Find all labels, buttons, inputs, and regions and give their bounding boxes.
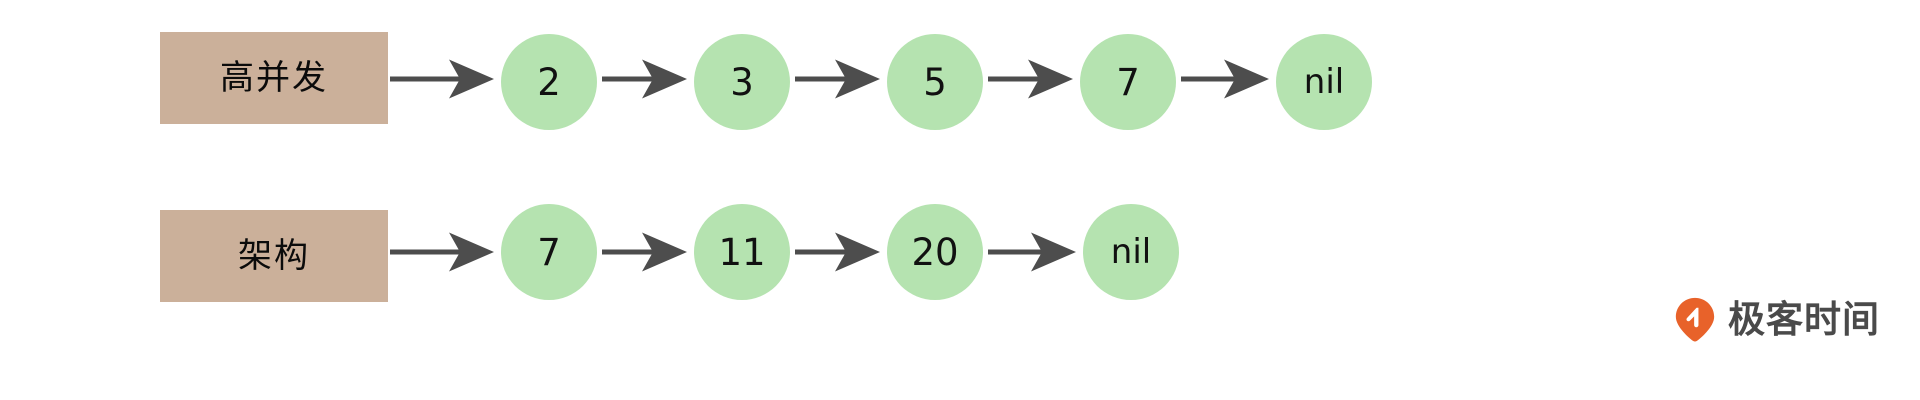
node-row2-3[interactable]: 20	[887, 204, 983, 300]
node-row2-nil[interactable]: nil	[1083, 204, 1179, 300]
node-row2-2[interactable]: 11	[694, 204, 790, 300]
chain-label-box-jiagou[interactable]: 架构	[160, 210, 388, 302]
node-row1-1[interactable]: 2	[501, 34, 597, 130]
node-row1-3[interactable]: 5	[887, 34, 983, 130]
node-row1-2[interactable]: 3	[694, 34, 790, 130]
location-pin-icon	[1675, 297, 1715, 342]
node-row1-4[interactable]: 7	[1080, 34, 1176, 130]
brand-logo: 极客时间	[1672, 296, 1880, 342]
chain-row-2: 架构 7 11 20 nil	[0, 198, 1920, 308]
brand-wordmark: 极客时间	[1728, 297, 1880, 341]
node-row1-nil[interactable]: nil	[1276, 34, 1372, 130]
chain-row-1: 高并发 2 3 5 7 nil	[0, 23, 1920, 133]
chain-label-box-gaobingfa[interactable]: 高并发	[160, 32, 388, 124]
node-row2-1[interactable]: 7	[501, 204, 597, 300]
